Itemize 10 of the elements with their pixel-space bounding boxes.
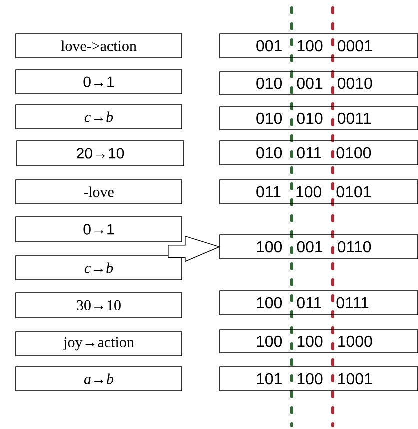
code-box: 001 100 0001 xyxy=(220,34,418,58)
code-box: 100 011 0111 xyxy=(220,290,418,316)
code-box: 100 100 1000 xyxy=(220,330,418,354)
code-box: 101 100 1001 xyxy=(220,366,418,392)
code-box: 010 010 0011 xyxy=(220,106,418,130)
code-box: 011 100 0101 xyxy=(220,180,418,204)
block-arrow xyxy=(168,236,221,262)
code-box: 010 001 0010 xyxy=(220,72,418,96)
code-box: 010 011 0100 xyxy=(220,140,418,166)
code-box: 100 001 0110 xyxy=(220,234,418,260)
